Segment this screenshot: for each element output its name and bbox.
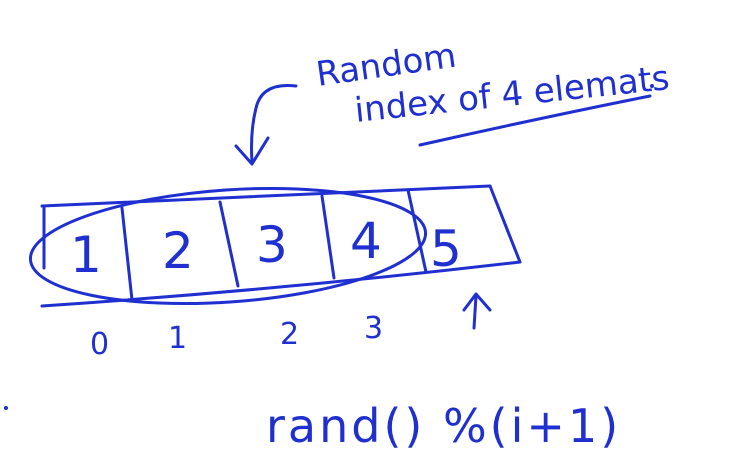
array-index-label: 2 xyxy=(280,317,299,352)
array-box xyxy=(40,184,522,308)
selection-oval xyxy=(28,186,428,306)
cell-divider xyxy=(218,200,240,288)
formula-text: rand() %(i+1) xyxy=(266,399,621,453)
cell-divider xyxy=(320,194,336,280)
cell-divider xyxy=(120,206,134,302)
up-arrow-icon xyxy=(462,292,492,330)
array-index-label: 1 xyxy=(168,321,187,356)
array-cell-value: 4 xyxy=(350,212,382,270)
array-cell-value: 3 xyxy=(256,216,288,274)
annotation-underline xyxy=(418,94,652,147)
stray-ink-dot xyxy=(4,406,8,410)
cell-divider xyxy=(406,188,428,274)
array-cell-value: 5 xyxy=(430,220,462,278)
array-cell-value: 1 xyxy=(70,226,102,284)
array-index-label: 0 xyxy=(90,327,109,362)
annotation-dot xyxy=(650,84,654,88)
array-index-label: 3 xyxy=(364,311,383,346)
curved-down-arrow-icon xyxy=(234,83,298,166)
array-cell-value: 2 xyxy=(162,222,194,280)
